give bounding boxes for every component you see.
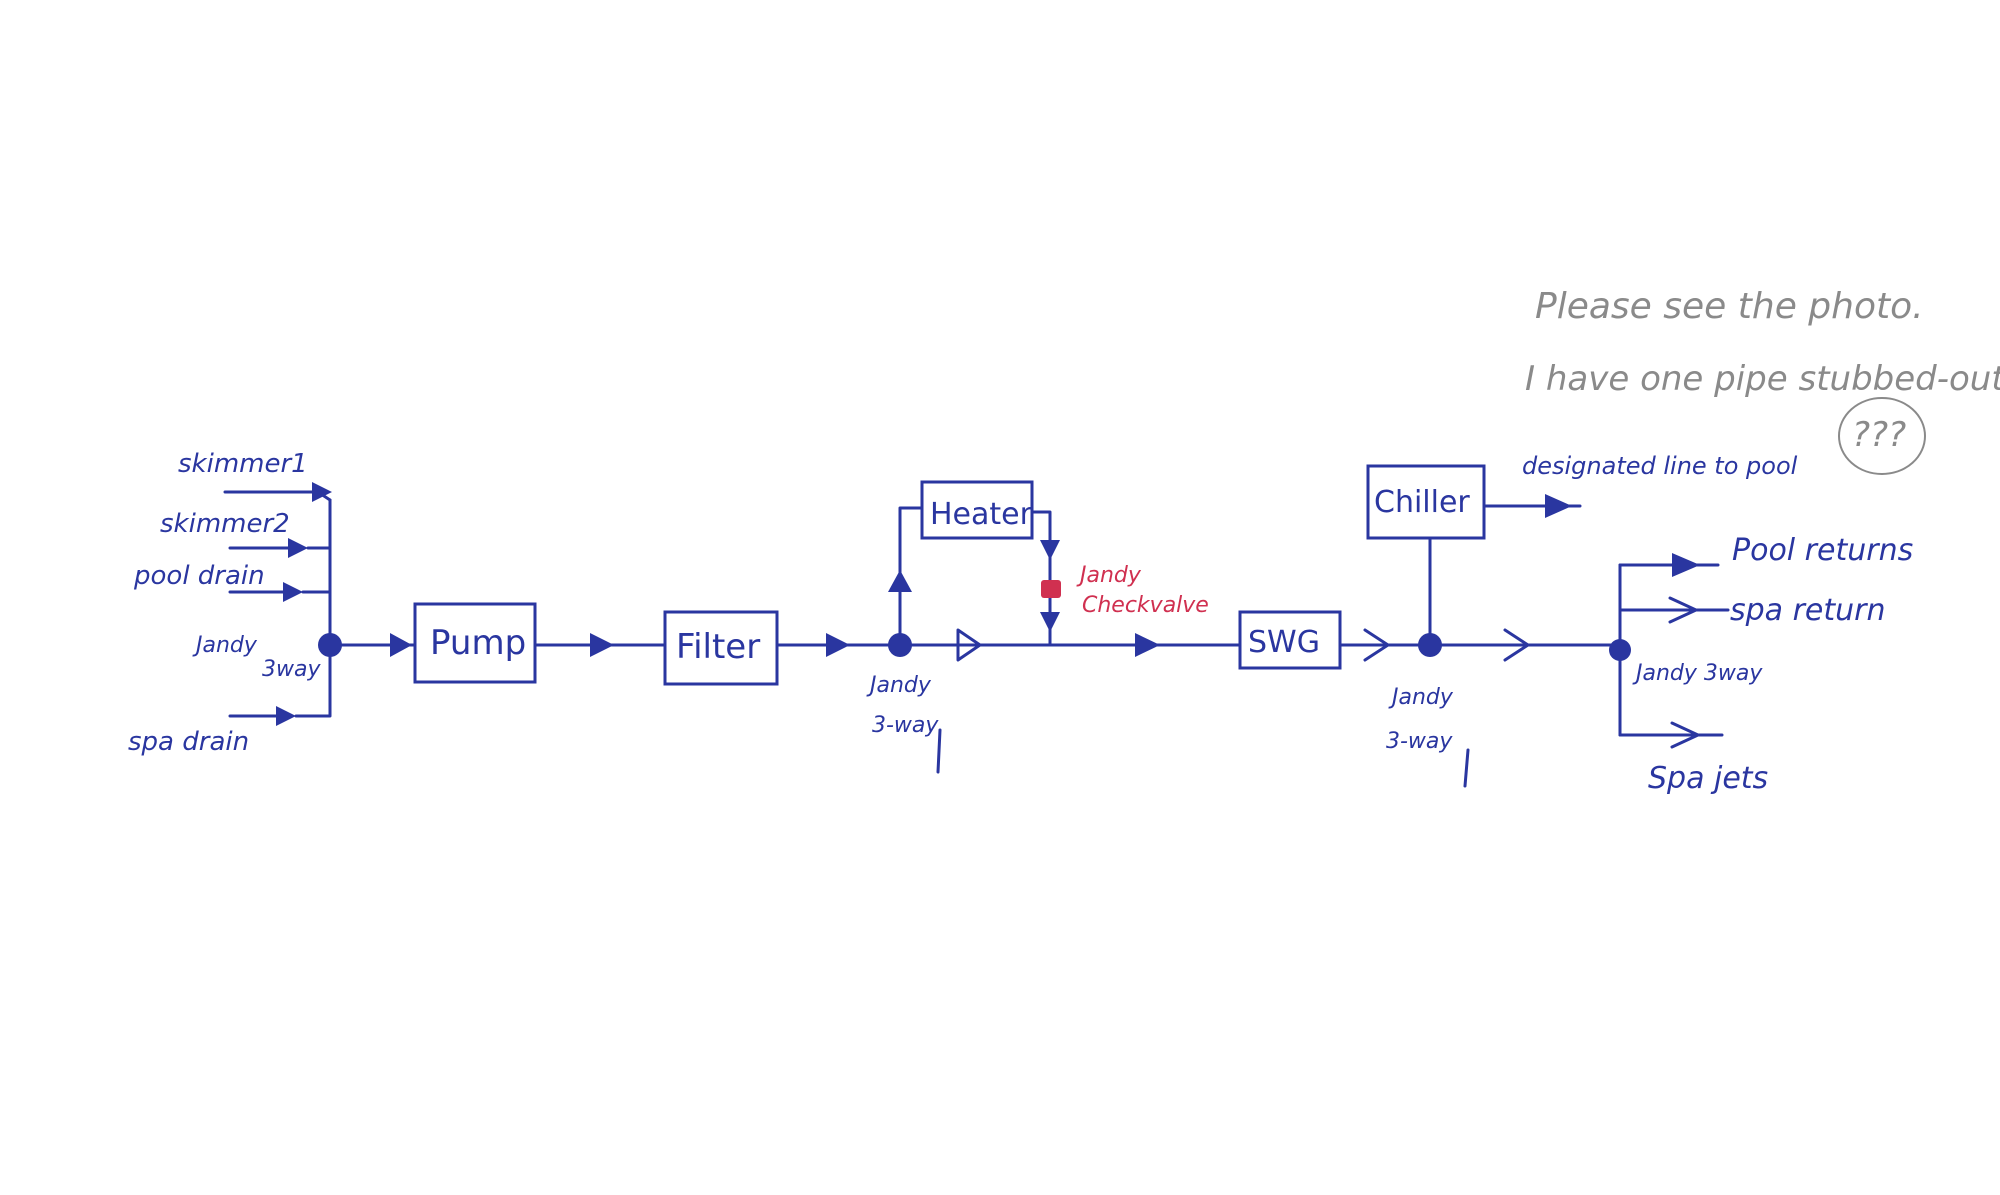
spa-return-arrow bbox=[1668, 596, 1698, 624]
heater-label: Heater bbox=[930, 497, 1033, 532]
check-valve-label-line1: Jandy bbox=[1076, 563, 1142, 588]
chiller-label: Chiller bbox=[1374, 485, 1470, 520]
check-valve-label-line2: Checkvalve bbox=[1082, 593, 1209, 618]
arrow-to-pump bbox=[390, 633, 412, 657]
input-manifold bbox=[223, 482, 332, 726]
valve2-label-line1: Jandy bbox=[866, 673, 932, 698]
valve3-junction bbox=[1418, 633, 1442, 657]
valve1-junction bbox=[318, 633, 342, 657]
spa-return-label: spa return bbox=[1730, 593, 1886, 628]
spa-jets-label: Spa jets bbox=[1648, 761, 1768, 796]
skimmer2-arrow bbox=[288, 538, 308, 558]
valve2-label-line2: 3-way bbox=[872, 713, 939, 738]
valve2-junction bbox=[888, 633, 912, 657]
arrow-after-filter bbox=[826, 633, 850, 657]
spa-drain-arrow bbox=[276, 706, 296, 726]
pump-box bbox=[413, 602, 537, 684]
heater-return-arrow-2 bbox=[1040, 612, 1060, 632]
pool-returns-arrow bbox=[1672, 553, 1700, 577]
note-line2: I have one pipe stubbed-out bbox=[1525, 359, 2000, 399]
heater-supply-arrow bbox=[888, 570, 912, 592]
pump-label: Pump bbox=[430, 623, 526, 663]
heater-return-arrow-1 bbox=[1040, 540, 1060, 560]
note-line1: Please see the photo. bbox=[1535, 286, 1924, 327]
valve2-leader bbox=[936, 728, 942, 774]
question-circle bbox=[1838, 397, 1926, 475]
heater-box bbox=[920, 480, 1034, 540]
spa-jets-arrow bbox=[1670, 721, 1700, 749]
chiller-box bbox=[1366, 464, 1486, 540]
filter-box bbox=[663, 610, 779, 686]
pool-returns-label: Pool returns bbox=[1732, 533, 1913, 568]
arrow-before-swg bbox=[1135, 633, 1160, 657]
spa-drain-label: spa drain bbox=[128, 727, 249, 757]
arrow-open-3 bbox=[1503, 628, 1530, 662]
skimmer2-label: skimmer2 bbox=[160, 509, 290, 539]
skimmer1-arrow bbox=[312, 482, 332, 502]
heater-return bbox=[1030, 510, 1052, 647]
manifold-vertical bbox=[294, 498, 332, 718]
filter-label: Filter bbox=[676, 627, 760, 667]
valve1-label-line1: Jandy bbox=[192, 633, 258, 658]
skimmer1-label: skimmer1 bbox=[178, 449, 308, 479]
pool-drain-arrow bbox=[283, 582, 303, 602]
pool-drain-label: pool drain bbox=[133, 561, 265, 591]
designated-label: designated line to pool bbox=[1522, 452, 1798, 480]
swg-label: SWG bbox=[1248, 625, 1320, 660]
check-valve-icon bbox=[1041, 580, 1061, 598]
valve3-label-line1: Jandy bbox=[1388, 685, 1454, 710]
arrow-to-filter bbox=[590, 633, 614, 657]
question-marks: ??? bbox=[1852, 415, 1906, 455]
swg-box bbox=[1238, 610, 1342, 670]
arrow-open-1 bbox=[956, 628, 982, 662]
valve3-label-line2: 3-way bbox=[1386, 729, 1453, 754]
designated-arrow bbox=[1545, 494, 1572, 518]
arrow-open-2 bbox=[1363, 628, 1390, 662]
valve1-label-line2: 3way bbox=[262, 657, 321, 682]
valve4-label: Jandy 3way bbox=[1632, 661, 1763, 686]
heater-supply bbox=[898, 506, 924, 635]
valve3-leader bbox=[1463, 748, 1470, 788]
